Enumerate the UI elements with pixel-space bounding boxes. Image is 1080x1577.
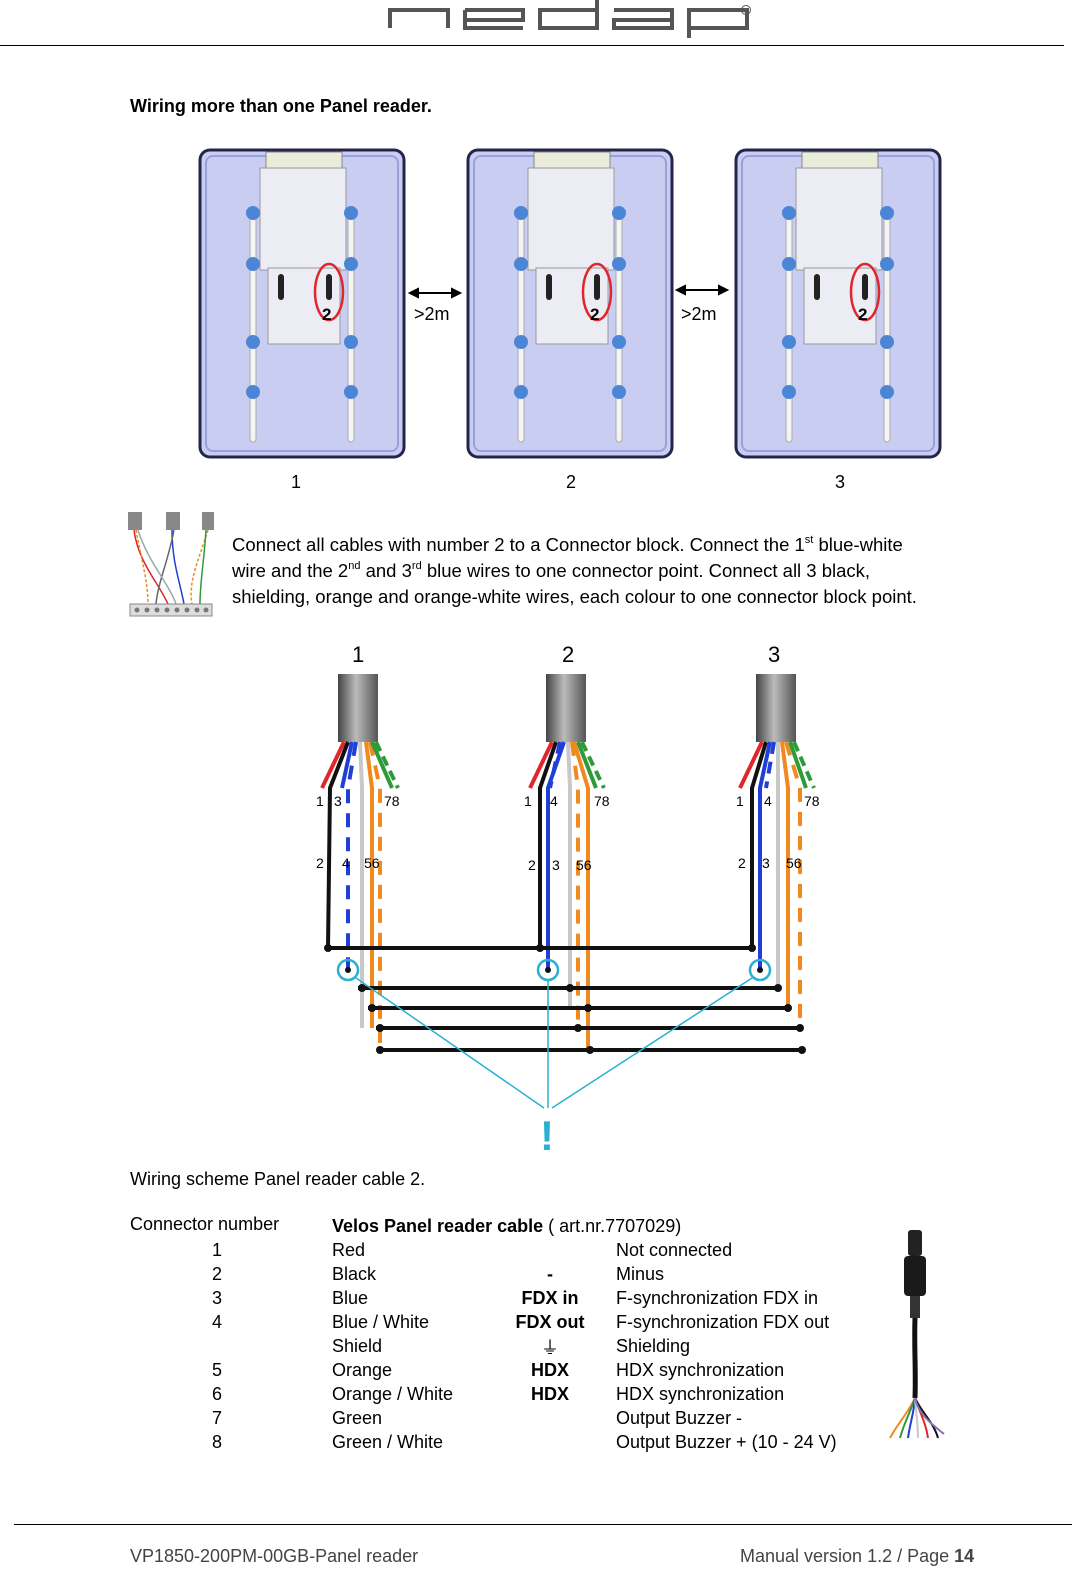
row-color: Black	[332, 1264, 377, 1284]
row-num: 8	[212, 1432, 223, 1452]
cable-number-1: 1	[352, 642, 364, 667]
warning-mark: !	[540, 1112, 554, 1158]
row-color: Green / White	[332, 1432, 444, 1452]
svg-text:R: R	[744, 9, 749, 15]
row-function: Output Buzzer + (10 - 24 V)	[616, 1432, 837, 1452]
header-rule	[0, 45, 1064, 46]
row-color: Orange	[332, 1360, 393, 1380]
row-color: Orange / White	[332, 1384, 454, 1404]
row-color: Blue	[332, 1288, 369, 1308]
cable2-label-56: 56	[576, 857, 592, 873]
row-num: 2	[212, 1264, 223, 1284]
cable1-label-4: 4	[342, 855, 350, 871]
connector-block-icon	[128, 512, 214, 618]
row-code: HDX	[530, 1384, 569, 1404]
reader-number-3: 3	[835, 472, 846, 492]
cable2-label-4: 4	[550, 793, 558, 809]
instruction-paragraph: Connect all cables with number 2 to a Co…	[232, 534, 917, 607]
row-code: HDX	[530, 1360, 569, 1380]
footer-doc-id: VP1850-200PM-00GB-Panel reader	[130, 1546, 419, 1566]
wiring-scheme-diagram: 1 1 3 78 2 4 56 2	[300, 638, 830, 1159]
cable1-label-2: 2	[316, 855, 324, 871]
row-function: Not connected	[616, 1240, 733, 1260]
row-function: F-synchronization FDX out	[616, 1312, 830, 1332]
cable-marker-3: 2	[858, 305, 867, 324]
row-function: Shielding	[616, 1336, 691, 1356]
row-function: F-synchronization FDX in	[616, 1288, 819, 1308]
readers-illustration: >2m >2m 2 2 2	[190, 140, 960, 470]
row-num: 5	[212, 1360, 223, 1380]
section-heading: Wiring more than one Panel reader.	[130, 96, 432, 116]
cable3-label-56: 56	[786, 855, 802, 871]
cable3-label-1: 1	[736, 793, 744, 809]
cable-number-3: 3	[768, 642, 780, 667]
row-num: 4	[212, 1312, 223, 1332]
cable-marker-2: 2	[590, 305, 599, 324]
scheme-caption: Wiring scheme Panel reader cable 2.	[130, 1169, 426, 1189]
row-code: FDX in	[521, 1288, 579, 1308]
col-header-cable: Velos Panel reader cable ( art.nr.770702…	[332, 1216, 682, 1236]
ground-icon: ⏚	[541, 1338, 559, 1358]
row-function: HDX synchronization	[616, 1384, 785, 1404]
cable2-label-2: 2	[528, 857, 536, 873]
distance-label-2: >2m	[681, 304, 717, 324]
footer-page-info: Manual version 1.2 / Page 14	[740, 1546, 975, 1566]
cable2-label-1: 1	[524, 793, 532, 809]
cable3-label-78: 78	[804, 793, 820, 809]
cable1-label-78: 78	[384, 793, 400, 809]
reader-number-1: 1	[291, 472, 302, 492]
cable1-label-1: 1	[316, 793, 324, 809]
reader-number-2: 2	[566, 472, 577, 492]
row-function: HDX synchronization	[616, 1360, 785, 1380]
row-num: 7	[212, 1408, 223, 1428]
row-num: 1	[212, 1240, 223, 1260]
distance-label-1: >2m	[414, 304, 450, 324]
cable2-label-3: 3	[552, 857, 560, 873]
page-number: 14	[954, 1546, 975, 1566]
row-color: Shield	[332, 1336, 383, 1356]
cable3-label-3: 3	[762, 855, 770, 871]
cable2-label-78: 78	[594, 793, 610, 809]
cable1-label-3: 3	[334, 793, 342, 809]
row-num: 3	[212, 1288, 223, 1308]
row-num: 6	[212, 1384, 223, 1404]
cable-marker-1: 2	[322, 305, 331, 324]
row-code: FDX out	[515, 1312, 585, 1332]
row-color: Blue / White	[332, 1312, 430, 1332]
cable-photo	[878, 1228, 948, 1448]
cable1-label-56: 56	[364, 855, 380, 871]
row-function: Minus	[616, 1264, 665, 1284]
nedap-logo: R	[0, 0, 1080, 46]
row-code: -	[547, 1264, 553, 1284]
footer-rule	[14, 1524, 1072, 1525]
col-header-connector: Connector number	[130, 1214, 280, 1234]
cable3-label-4: 4	[764, 793, 772, 809]
cable3-label-2: 2	[738, 855, 746, 871]
row-color: Green	[332, 1408, 383, 1428]
row-function: Output Buzzer -	[616, 1408, 743, 1428]
row-color: Red	[332, 1240, 366, 1260]
cable-number-2: 2	[562, 642, 574, 667]
